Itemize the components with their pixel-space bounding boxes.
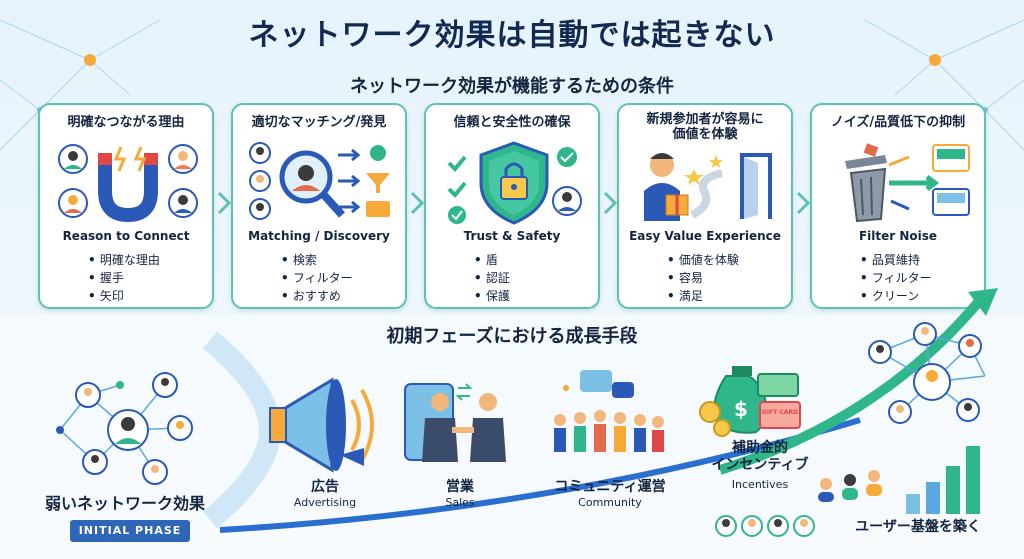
card-title: 明確なつながる理由: [67, 115, 185, 130]
gift-door-icon: [644, 153, 772, 221]
condition-cards: 明確なつながる理由 Reason to Connect 明確な理由 握手 矢印 …: [38, 103, 988, 309]
phase-badge: INITIAL PHASE: [70, 520, 190, 542]
method-label: 補助金的 インセンティブ: [700, 440, 820, 474]
card-list: 明確な理由 握手 矢印: [88, 251, 160, 305]
list-item: 握手: [88, 269, 160, 287]
card-matching-discovery: 適切なマッチング/発見 Matching / Discovery 検索 フィルタ…: [231, 103, 407, 309]
list-item: 明確な理由: [88, 251, 160, 269]
method-label-line: インセンティブ: [711, 457, 809, 473]
list-item: 容易: [667, 269, 739, 287]
svg-text:$: $: [734, 397, 748, 421]
card-subtitle: Filter Noise: [858, 229, 938, 243]
user-base-label: ユーザー基盤を築く: [855, 519, 981, 535]
growth-bars: [906, 446, 980, 514]
shield-lock-icon: [447, 141, 582, 225]
method-sublabel: Incentives: [731, 478, 789, 491]
person-icon: [75, 372, 193, 485]
card-subtitle: Reason to Connect: [62, 229, 190, 243]
card-title-line: 新規参加者が容易に: [646, 112, 764, 127]
community-icon: [554, 370, 664, 452]
list-item: クリーン: [860, 287, 932, 305]
card-filter-noise: ノイズ/品質低下の抑制 Filter Noise 品質維持 フィルター クリーン: [810, 103, 986, 309]
list-item: 認証: [474, 269, 510, 287]
chevron-right-icon: [410, 191, 425, 215]
method-label: 営業: [446, 479, 474, 495]
method-label-line: 補助金的: [732, 440, 788, 456]
list-item: 品質維持: [860, 251, 932, 269]
list-item: フィルター: [860, 269, 932, 287]
card-list: 盾 認証 保護: [474, 251, 510, 305]
magnifier-match-icon: [249, 142, 390, 220]
list-item: 矢印: [88, 287, 160, 305]
magnet-connect-icon: [58, 144, 198, 223]
card-list: 検索 フィルター おすすめ: [281, 251, 353, 305]
conditions-heading: ネットワーク効果が機能するための条件: [350, 76, 674, 97]
megaphone-icon: [269, 377, 374, 473]
handshake-icon: [404, 383, 506, 462]
list-item: フィルター: [281, 269, 353, 287]
page-title: ネットワーク効果は自動では起きない: [248, 18, 776, 53]
list-item: 価値を体験: [667, 251, 739, 269]
chevron-right-icon: [603, 191, 618, 215]
list-item: おすすめ: [281, 287, 353, 305]
card-trust-safety: 信頼と安全性の確保 Trust & Safety 盾 認証 保護: [424, 103, 600, 309]
card-list: 品質維持 フィルター クリーン: [860, 251, 932, 305]
card-easy-value: 新規参加者が容易に 価値を体験 Easy Value Experience 価値…: [617, 103, 793, 309]
card-subtitle: Easy Value Experience: [629, 229, 781, 243]
list-item: 盾: [474, 251, 510, 269]
card-title-line: 価値を体験: [672, 127, 738, 142]
card-title: 適切なマッチング/発見: [251, 115, 387, 130]
list-item: 検索: [281, 251, 353, 269]
growth-heading: 初期フェーズにおける成長手段: [386, 326, 638, 347]
method-sublabel: Sales: [445, 496, 475, 509]
chevron-right-icon: [217, 191, 232, 215]
card-title: 信頼と安全性の確保: [453, 115, 571, 130]
method-sublabel: Advertising: [293, 496, 357, 509]
card-title: 新規参加者が容易に 価値を体験: [619, 112, 791, 142]
gift-card-label: GIFT CARD: [762, 409, 798, 416]
card-title: ノイズ/品質低下の抑制: [830, 115, 966, 130]
card-list: 価値を体験 容易 満足: [667, 251, 739, 305]
card-subtitle: Trust & Safety: [463, 229, 561, 243]
card-subtitle: Matching / Discovery: [248, 229, 390, 243]
trash-filter-icon: [845, 143, 970, 223]
method-label: 広告: [311, 479, 339, 495]
card-reason-to-connect: 明確なつながる理由 Reason to Connect 明確な理由 握手 矢印: [38, 103, 214, 309]
money-bag-icon: $ GIFT CARD: [699, 366, 801, 437]
list-item: 保護: [474, 287, 510, 305]
list-item: 満足: [667, 287, 739, 305]
method-label: コミュニティ運営: [554, 479, 666, 495]
chevron-right-icon: [796, 191, 811, 215]
phase-label: 弱いネットワーク効果: [44, 494, 205, 513]
method-sublabel: Community: [578, 496, 642, 509]
